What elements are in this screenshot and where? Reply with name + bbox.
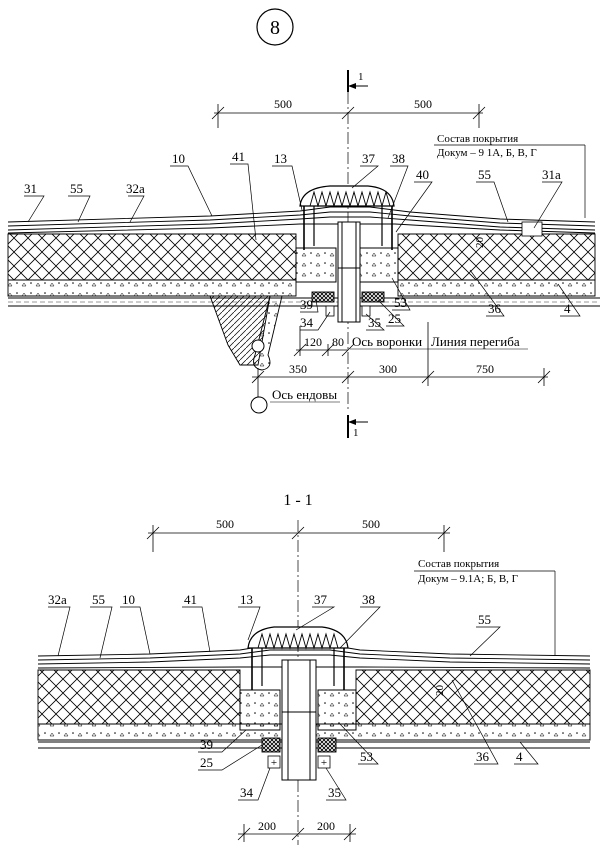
svg-text:+: + [271, 757, 277, 769]
dimension-bottom [251, 322, 551, 400]
valley-axis-marker [250, 396, 268, 414]
composition-doc: Докум – 9 1А, Б, В, Г [437, 147, 537, 159]
label-40: 40 [416, 167, 429, 182]
section-cut-mark-top: 1 [347, 70, 368, 92]
label-31a: 31а [542, 167, 561, 182]
section-leader-lines [48, 606, 539, 801]
insulation-right [397, 233, 596, 281]
section-title: 1 - 1 [283, 492, 312, 509]
dimension-top [211, 104, 486, 128]
leader-lines [24, 163, 581, 331]
mortar-block-right [359, 247, 399, 283]
dim-500-right: 500 [414, 97, 432, 111]
section-label-13: 13 [240, 592, 253, 607]
section-mortar-right [317, 689, 357, 731]
valley-pipe [251, 339, 265, 353]
bend-line-label: Линия перегиба [431, 334, 520, 349]
section-funnel-cap [247, 626, 349, 690]
section-label-25: 25 [200, 755, 213, 770]
section-label-37: 37 [314, 592, 328, 607]
seal-right [361, 291, 385, 303]
seal-left [311, 291, 335, 303]
label-4: 4 [564, 301, 571, 316]
dim-300: 300 [379, 362, 397, 376]
section-label-53: 53 [360, 749, 373, 764]
funnel-cap [299, 185, 395, 250]
section-insulation-left [37, 669, 241, 725]
label-41: 41 [232, 149, 245, 164]
bottom-drawing: 1 - 1 500 500 Состав покрытия Докум – 9.… [37, 492, 591, 845]
section-label-55: 55 [92, 592, 105, 607]
section-label-34: 34 [240, 785, 254, 800]
section-dim-500-right: 500 [362, 517, 380, 531]
label-25: 25 [388, 311, 401, 326]
dim-500-left: 500 [274, 97, 292, 111]
dim-120: 120 [304, 335, 322, 349]
label-10: 10 [172, 151, 185, 166]
label-55: 55 [70, 181, 83, 196]
concrete-slab-right [397, 279, 596, 297]
section-label-39: 39 [200, 737, 213, 752]
valley-structure [8, 295, 271, 366]
section-thickness-label: 20 [434, 685, 446, 697]
section-funnel-pipe [281, 659, 317, 781]
detail-31a-box [521, 221, 543, 237]
label-55-right: 55 [478, 167, 491, 182]
section-composition-title: Состав покрытия [418, 558, 499, 570]
dim-750: 750 [476, 362, 494, 376]
svg-text:1: 1 [353, 427, 359, 439]
label-34: 34 [300, 315, 314, 330]
label-39: 39 [300, 297, 313, 312]
section-label-38: 38 [362, 592, 375, 607]
section-dim-500-left: 500 [216, 517, 234, 531]
label-36: 36 [488, 301, 502, 316]
section-label-32a: 32а [48, 592, 67, 607]
composition-title: Состав покрытия [437, 133, 518, 145]
dim-80: 80 [332, 335, 344, 349]
mortar-block-left [295, 247, 337, 283]
axis-funnel-label: Ось воронки [352, 334, 422, 349]
section-seal-left [261, 737, 281, 753]
label-13: 13 [274, 151, 287, 166]
svg-text:+: + [321, 757, 327, 769]
insulation-left [7, 233, 297, 281]
section-label-35: 35 [328, 785, 341, 800]
section-label-36: 36 [476, 749, 490, 764]
thickness-label: 20 [474, 237, 486, 249]
dim-350: 350 [289, 362, 307, 376]
section-dim-200-right: 200 [317, 819, 335, 833]
top-drawing: 8 1 1 500 500 Состав покрытия [7, 8, 600, 439]
section-insulation-right [355, 669, 591, 725]
section-label-10: 10 [122, 592, 135, 607]
label-31: 31 [24, 181, 37, 196]
valley-axis-label: Ось ендовы [272, 387, 337, 402]
label-38: 38 [392, 151, 405, 166]
svg-text:1: 1 [358, 71, 364, 83]
section-seal-right [317, 737, 337, 753]
label-37: 37 [362, 151, 376, 166]
funnel-pipe [337, 221, 361, 323]
section-label-55-right: 55 [478, 612, 491, 627]
section-dim-200-left: 200 [258, 819, 276, 833]
section-mortar-left [239, 689, 281, 731]
section-cut-mark-bottom: 1 [347, 415, 368, 439]
section-composition-doc: Докум – 9.1А; Б, В, Г [418, 573, 518, 585]
section-label-4: 4 [516, 749, 523, 764]
drawing-number-circle [256, 8, 294, 46]
label-35: 35 [368, 315, 381, 330]
label-32a: 32а [126, 181, 145, 196]
section-label-41: 41 [184, 592, 197, 607]
section-dimension-top [146, 525, 451, 552]
label-53: 53 [394, 295, 407, 310]
section-dimension-bottom [237, 824, 357, 842]
drawing-number: 8 [270, 17, 280, 39]
